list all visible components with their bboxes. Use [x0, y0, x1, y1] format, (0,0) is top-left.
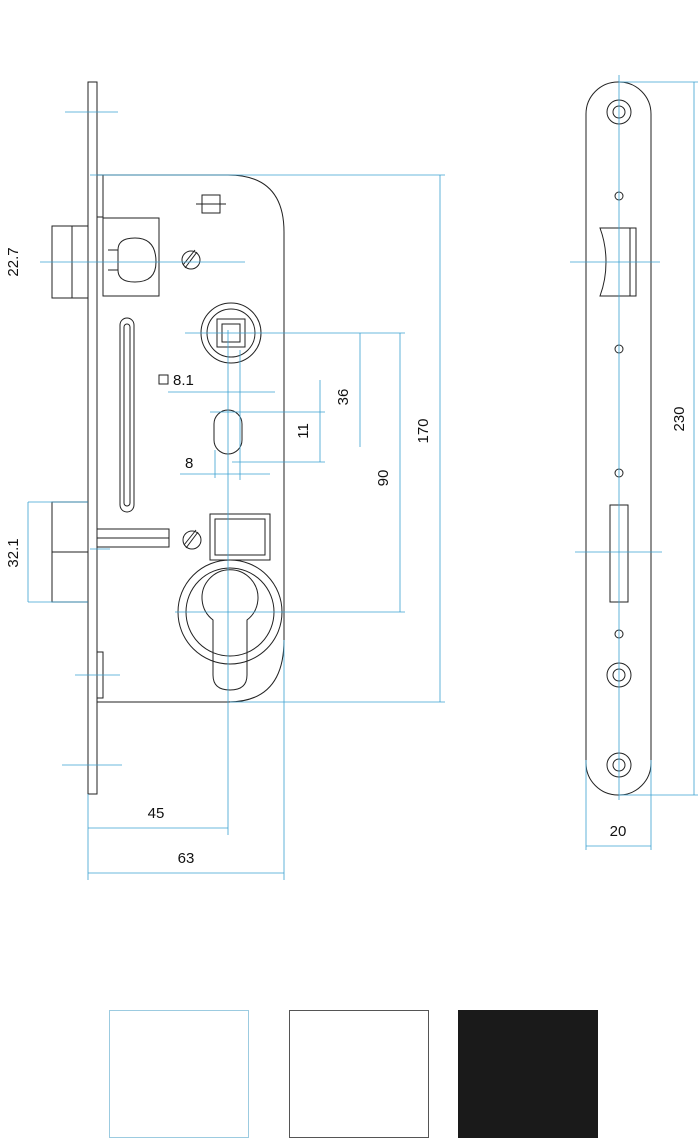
dim-8: 8	[185, 455, 193, 472]
faceplate-view	[585, 81, 652, 796]
swatch-white	[109, 1010, 249, 1138]
square-symbol	[158, 374, 169, 385]
lock-case	[97, 174, 285, 703]
middle-square-block	[209, 513, 271, 561]
lock-body-dimension-lines	[27, 111, 445, 880]
latch-cylinder	[117, 237, 157, 283]
lock-body-view	[51, 81, 285, 795]
dim-230: 230	[671, 406, 688, 431]
screw-top	[181, 250, 201, 270]
latch-housing	[102, 217, 160, 297]
dim-8-1: 8.1	[173, 372, 194, 389]
dim-45: 45	[148, 805, 165, 822]
dim-22-7: 22.7	[5, 247, 22, 276]
swatch-grey-outline	[289, 1010, 429, 1138]
dim-36: 36	[335, 389, 352, 406]
faceplate-front	[585, 81, 652, 796]
swatch-black	[458, 1010, 598, 1138]
faceplate-tab-top	[96, 174, 104, 218]
dim-32-1: 32.1	[5, 538, 22, 567]
dim-11: 11	[295, 423, 312, 439]
latch-opening	[599, 227, 637, 297]
dim-90: 90	[375, 470, 392, 487]
dim-63: 63	[178, 850, 195, 867]
dim-20: 20	[610, 823, 627, 840]
cylinder-profile	[201, 569, 259, 691]
screw-middle	[182, 530, 202, 550]
dim-170: 170	[415, 418, 432, 443]
faceplate	[87, 81, 98, 795]
faceplate-dimension-lines	[570, 75, 698, 850]
long-slot	[119, 317, 135, 513]
